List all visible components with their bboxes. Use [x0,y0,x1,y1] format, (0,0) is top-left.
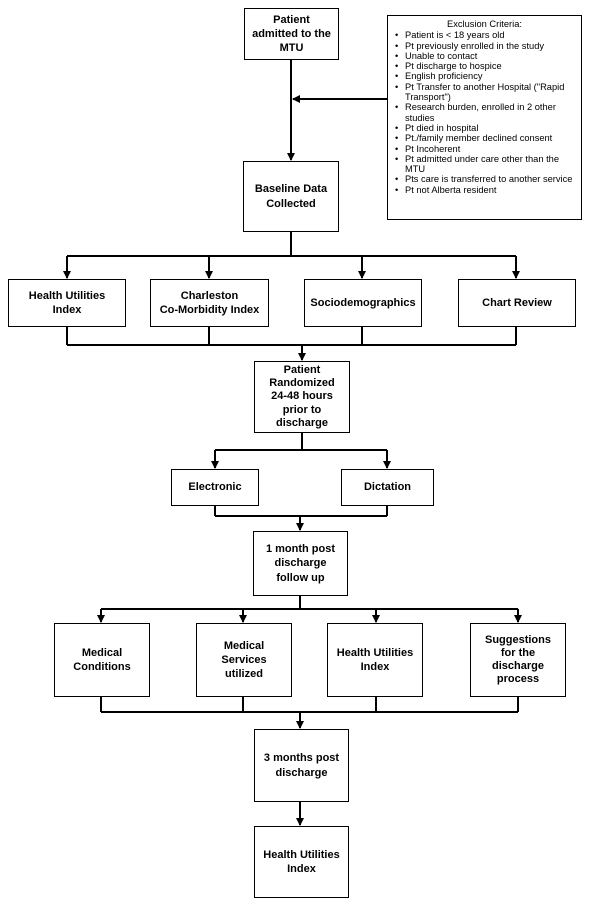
dictation-label: Dictation [363,481,412,494]
health-utilities-index-label-2: Health Utilities Index [336,646,414,673]
suggestions-discharge-label: Suggestions for the discharge process [484,633,551,686]
electronic-box: Electronic [171,469,259,506]
three-months-box: 3 months post discharge [254,729,349,802]
patient-randomized-box: Patient Randomized 24-48 hours prior to … [254,361,350,433]
exclusion-item: Pt not Alberta resident [395,185,575,196]
sociodemographics-box: Sociodemographics [304,279,422,327]
baseline-data-label: Baseline Data Collected [254,183,328,210]
exclusion-item: Pt previously enrolled in the study [395,41,575,52]
medical-conditions-box: Medical Conditions [54,623,150,697]
exclusion-criteria-list: Patient is < 18 years old Pt previously … [394,30,575,195]
exclusion-criteria-title: Exclusion Criteria: [447,19,522,29]
exclusion-item: Pts care is transferred to another servi… [395,174,575,185]
exclusion-criteria-box: Exclusion Criteria: Patient is < 18 year… [387,15,582,220]
exclusion-item: Pt Incoherent [395,144,575,155]
exclusion-item: Patient is < 18 years old [395,30,575,41]
exclusion-item: Pt admitted under care other than the MT… [395,154,575,175]
charleston-comorbidity-box: Charleston Co-Morbidity Index [150,279,269,327]
exclusion-item: Pt Transfer to another Hospital ("Rapid … [395,82,575,103]
chart-review-box: Chart Review [458,279,576,327]
exclusion-item: Pt died in hospital [395,123,575,134]
patient-admitted-box: Patient admitted to the MTU [244,8,339,60]
one-month-followup-label: 1 month post discharge follow up [265,543,336,584]
baseline-data-box: Baseline Data Collected [243,161,339,232]
medical-services-box: Medical Services utilized [196,623,292,697]
health-utilities-index-box-3: Health Utilities Index [254,826,349,898]
health-utilities-index-label-3: Health Utilities Index [263,848,340,875]
exclusion-item: Pt discharge to hospice [395,61,575,72]
electronic-label: Electronic [188,481,242,494]
dictation-box: Dictation [341,469,434,506]
three-months-label: 3 months post discharge [263,752,340,779]
charleston-comorbidity-label: Charleston Co-Morbidity Index [159,289,260,316]
exclusion-item: Pt./family member declined consent [395,133,575,144]
medical-services-label: Medical Services utilized [221,639,267,681]
chart-review-label: Chart Review [482,296,552,309]
exclusion-item: Research burden, enrolled in 2 other stu… [395,102,575,123]
health-utilities-index-label: Health Utilities Index [28,289,106,316]
medical-conditions-label: Medical Conditions [73,646,131,673]
sociodemographics-label: Sociodemographics [310,296,416,309]
exclusion-item: English proficiency [395,71,575,82]
patient-randomized-label: Patient Randomized 24-48 hours prior to … [269,364,335,429]
one-month-followup-box: 1 month post discharge follow up [253,531,348,596]
patient-admitted-label: Patient admitted to the MTU [252,13,331,55]
health-utilities-index-box: Health Utilities Index [8,279,126,327]
suggestions-discharge-box: Suggestions for the discharge process [470,623,566,697]
exclusion-item: Unable to contact [395,51,575,62]
health-utilities-index-box-2: Health Utilities Index [327,623,423,697]
